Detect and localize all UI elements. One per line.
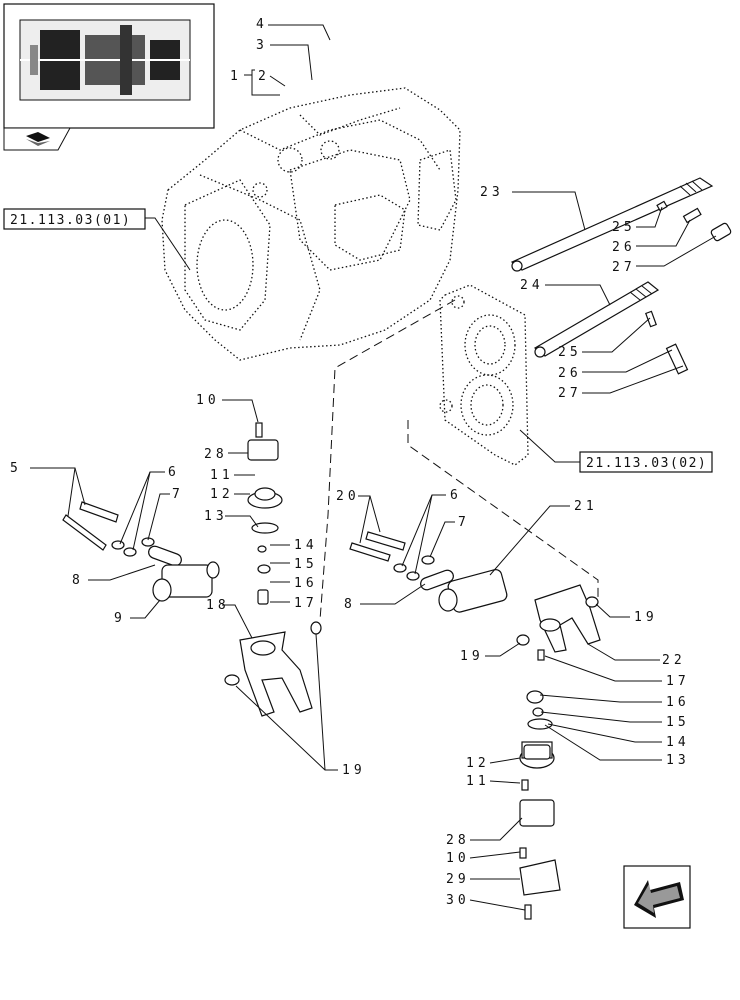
callout-10-right: 10 — [446, 851, 470, 866]
ref-box-housing[interactable]: 21.113.03(01) — [3, 208, 146, 230]
transmission-overview-icon — [19, 19, 191, 101]
callout-2: 2 — [258, 69, 270, 84]
right-shift-assembly — [349, 531, 601, 920]
callout-16-right: 16 — [666, 695, 690, 710]
callout-8-right: 8 — [344, 597, 356, 612]
callout-27-top: 27 — [612, 260, 636, 275]
callout-5: 5 — [10, 461, 22, 476]
callout-19-right-b: 19 — [460, 649, 484, 664]
callout-28-right: 28 — [446, 833, 470, 848]
callout-15-right: 15 — [666, 715, 690, 730]
callout-10-left: 10 — [196, 393, 220, 408]
callout-27-bottom: 27 — [558, 386, 582, 401]
callout-18: 18 — [206, 598, 230, 613]
callout-11-left: 11 — [210, 468, 234, 483]
shift-rail-24 — [533, 281, 660, 358]
callout-6-right: 6 — [450, 488, 462, 503]
callout-13-left: 13 — [204, 509, 228, 524]
callout-17-right: 17 — [666, 674, 690, 689]
callout-4: 4 — [256, 17, 268, 32]
ref-cover-label: 21.113.03(02) — [586, 456, 707, 471]
callout-22: 22 — [662, 653, 686, 668]
ref-box-cover[interactable]: 21.113.03(02) — [579, 451, 713, 473]
callout-1: 1 — [230, 69, 242, 84]
shift-rail-23 — [510, 177, 714, 272]
prev-arrow-icon — [634, 880, 684, 918]
callout-12-left: 12 — [210, 487, 234, 502]
callout-25-top: 25 — [612, 220, 636, 235]
callout-14-left: 14 — [294, 538, 318, 553]
callout-15-left: 15 — [294, 557, 318, 572]
callout-25-bottom: 25 — [558, 345, 582, 360]
callout-12-right: 12 — [466, 756, 490, 771]
callout-8-left: 8 — [72, 573, 84, 588]
callout-11-right: 11 — [466, 774, 490, 789]
callout-17-left: 17 — [294, 596, 318, 611]
callouts: 4 3 1 2 23 24 25 26 27 25 26 27 10 28 11… — [10, 17, 717, 911]
callout-24: 24 — [520, 278, 544, 293]
callout-16-left: 16 — [294, 576, 318, 591]
book-icon — [26, 132, 50, 146]
callout-19-right-a: 19 — [634, 610, 658, 625]
callout-7-left: 7 — [172, 487, 184, 502]
ref-housing-label: 21.113.03(01) — [10, 213, 131, 228]
callout-7-right: 7 — [458, 515, 470, 530]
callout-29: 29 — [446, 872, 470, 887]
callout-23: 23 — [480, 185, 504, 200]
callout-14-right: 14 — [666, 735, 690, 750]
side-cover — [439, 284, 529, 466]
callout-6-left: 6 — [168, 465, 180, 480]
callout-26-top: 26 — [612, 240, 636, 255]
callout-28-left: 28 — [204, 447, 228, 462]
callout-19-left: 19 — [342, 763, 366, 778]
callout-3: 3 — [256, 38, 268, 53]
prev-arrow-button[interactable] — [623, 865, 691, 929]
callout-30: 30 — [446, 893, 470, 908]
callout-13-right: 13 — [666, 753, 690, 768]
callout-26-bottom: 26 — [558, 366, 582, 381]
callout-20: 20 — [336, 489, 360, 504]
transmission-housing — [161, 87, 461, 361]
callout-9: 9 — [114, 611, 126, 626]
callout-21: 21 — [574, 499, 598, 514]
thumbnail-panel[interactable] — [3, 3, 215, 151]
left-shift-assembly — [62, 422, 322, 717]
